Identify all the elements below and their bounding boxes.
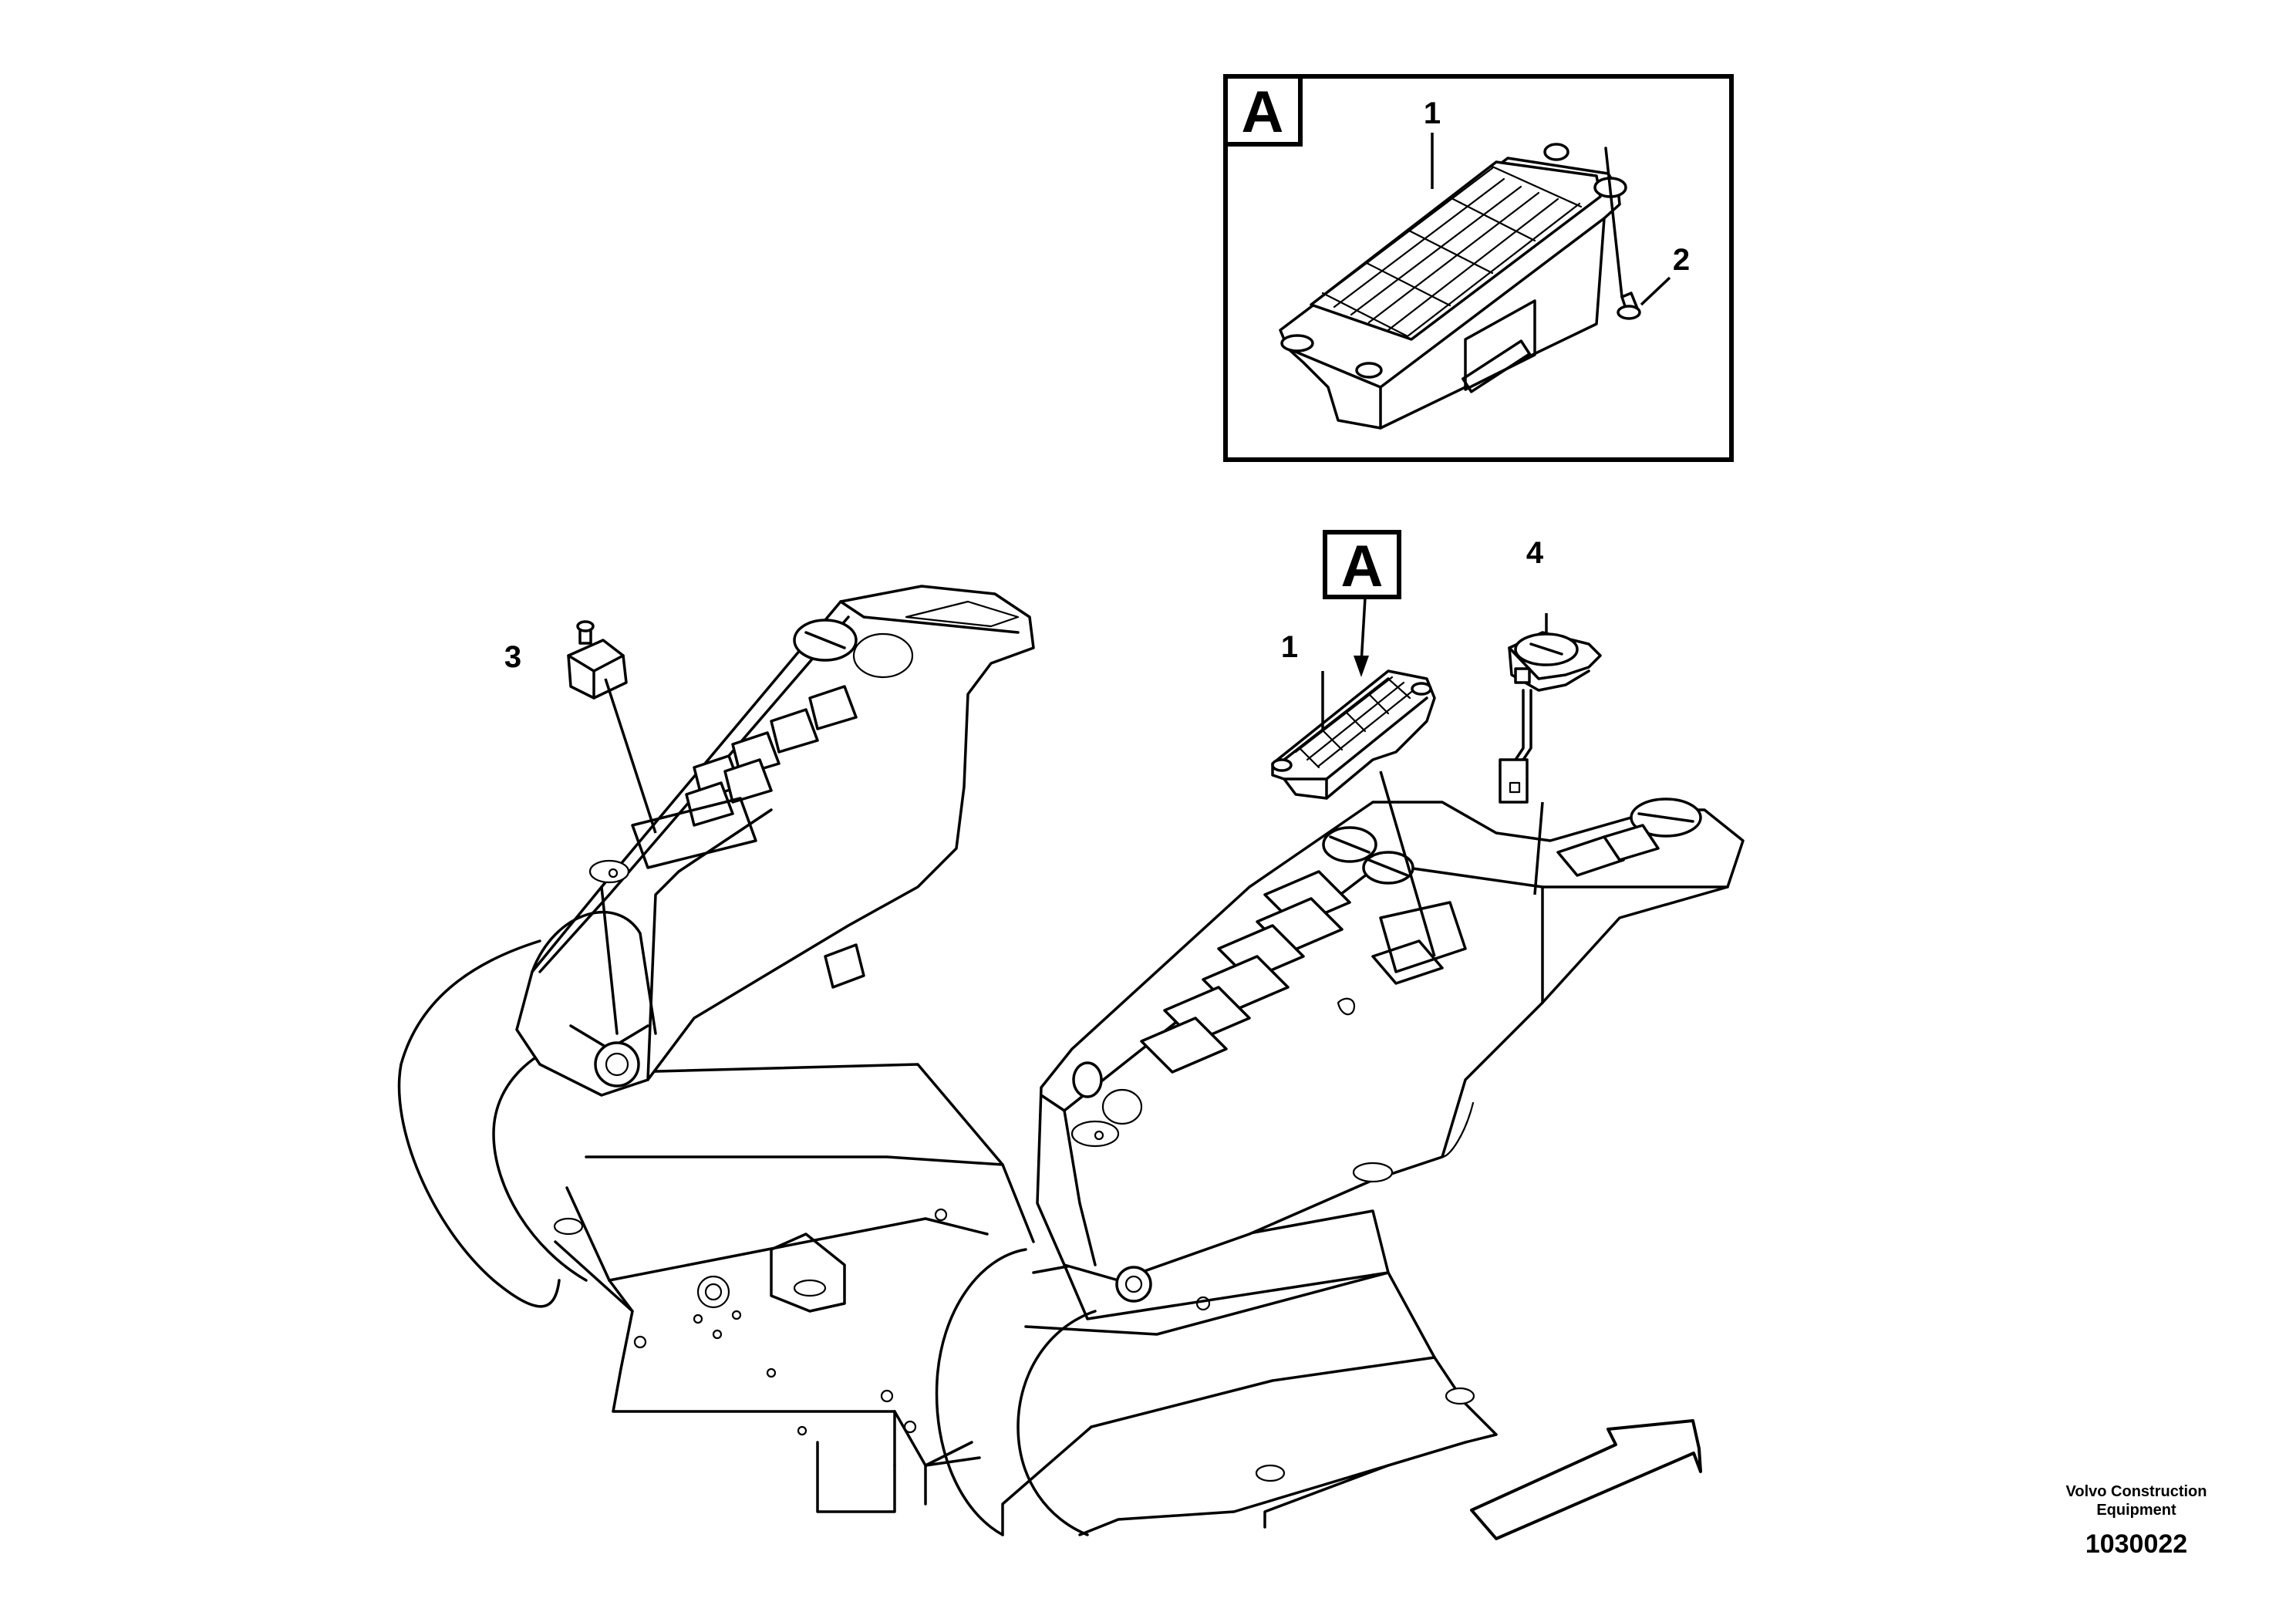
credit-company-line1: Volvo Construction (2065, 1483, 2207, 1500)
detail-view-a: A (1223, 74, 1734, 462)
detail-callout-2: 2 (1673, 243, 1690, 277)
keypad-part (1271, 669, 1436, 800)
main-view: A 1 3 4 (397, 530, 1745, 1540)
callout-1: 1 (1281, 630, 1298, 664)
detail-frame (1223, 74, 1734, 462)
credit-company-line2: Equipment (2096, 1502, 2176, 1519)
callout-3: 3 (504, 640, 521, 674)
leader-detail-a-arrow (1354, 656, 1369, 677)
drawing-credit: Volvo Construction Equipment 1030022 (2021, 1482, 2252, 1560)
toggle-switch-part (567, 620, 628, 700)
detail-letter-box (1223, 74, 1303, 147)
rotary-switch-part (1499, 631, 1602, 804)
screw-enlarged (1604, 147, 1641, 320)
switch-panel-enlarged (1279, 143, 1627, 430)
drawing-number: 1030022 (2085, 1529, 2188, 1559)
leader-keypad-to-console (1379, 771, 1436, 957)
detail-letter: A (1242, 79, 1284, 145)
detail-marker-box (1323, 530, 1401, 599)
detail-leader-2 (1640, 276, 1671, 306)
leader-3 (604, 678, 657, 834)
right-console (1036, 798, 1745, 1320)
left-console (515, 585, 1035, 1097)
direction-arrow (1470, 1419, 1702, 1540)
leader-detail-a (1360, 597, 1367, 664)
leader-rotary-to-console (1533, 801, 1544, 895)
detail-marker-letter: A (1341, 534, 1384, 599)
detail-callout-1: 1 (1424, 96, 1441, 130)
callout-4: 4 (1526, 536, 1544, 570)
